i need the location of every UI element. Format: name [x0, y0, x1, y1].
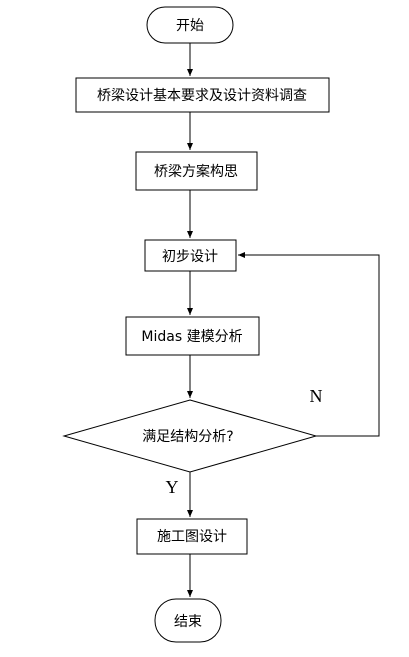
yes-label: Y: [166, 477, 179, 497]
construction-drawing-label: 施工图设计: [157, 529, 227, 545]
concept-process-box: 桥梁方案构思: [135, 151, 258, 191]
end-label: 结束: [174, 614, 202, 630]
midas-modeling-box: Midas 建模分析: [125, 316, 260, 356]
structural-check-decision: 满足结构分析?: [62, 399, 318, 473]
requirements-label: 桥梁设计基本要求及设计资料调查: [97, 87, 307, 104]
start-terminal: 开始: [146, 6, 234, 44]
midas-modeling-label: Midas 建模分析: [141, 329, 242, 345]
end-terminal: 结束: [154, 598, 222, 643]
decision-label: 满足结构分析?: [142, 429, 233, 445]
start-label: 开始: [176, 18, 204, 34]
preliminary-design-label: 初步设计: [162, 248, 218, 265]
construction-drawing-box: 施工图设计: [136, 518, 248, 555]
arrow-no-loop-to-preliminary: [238, 252, 380, 437]
requirements-process-box: 桥梁设计基本要求及设计资料调查: [75, 77, 330, 113]
concept-label: 桥梁方案构思: [154, 163, 238, 180]
preliminary-design-box: 初步设计: [144, 239, 237, 272]
no-label: N: [310, 386, 323, 406]
